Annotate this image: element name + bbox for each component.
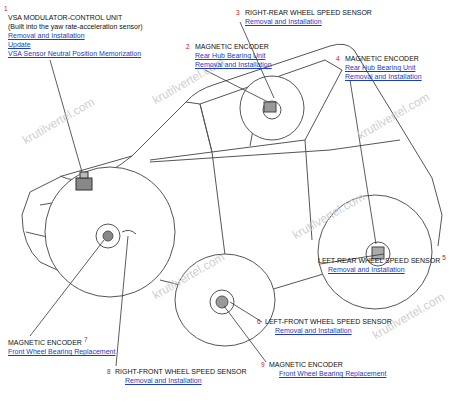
part-name: RIGHT-REAR WHEEL SPEED SENSOR	[245, 8, 372, 17]
link-text: Removal and Installation	[328, 265, 405, 274]
callout-number: 2	[186, 42, 190, 51]
callout-number: 1	[4, 4, 8, 13]
part-name: MAGNETIC ENCODER	[8, 338, 82, 347]
part-name: MAGNETIC ENCODER	[195, 42, 269, 51]
part-name: MAGNETIC ENCODER	[269, 360, 343, 369]
callout-number: 4	[336, 54, 340, 63]
part-name: (Built into the yaw rate-acceleration se…	[8, 22, 143, 31]
link-text: Front Wheel Bearing Replacement	[279, 369, 386, 378]
part-name: VSA MODULATOR-CONTROL UNIT	[8, 13, 122, 22]
link-text: Removal and Installation	[195, 60, 272, 69]
watermark: krutilvertel.com	[355, 90, 432, 142]
link-text: Rear Hub Bearing Unit	[345, 63, 415, 72]
callout-number: 6	[257, 317, 261, 326]
link-text: Removal and Installation	[245, 17, 322, 26]
callout-number: 5	[442, 253, 446, 262]
link-text: Removal and Installation	[275, 326, 352, 335]
callout-number: 8	[107, 367, 111, 376]
part-name: MAGNETIC ENCODER	[345, 54, 419, 63]
link-text: Rear Hub Bearing Unit	[195, 51, 265, 60]
link-text: Removal and Installation	[345, 72, 422, 81]
link-text: Front Wheel Bearing Replacement	[8, 347, 115, 356]
link-text: Update	[8, 40, 31, 49]
part-name: RIGHT-FRONT WHEEL SPEED SENSOR	[115, 367, 246, 376]
callout-number: 9	[261, 360, 265, 369]
link-text: Removal and Installation	[125, 376, 202, 385]
link-text: Removal and Installation	[8, 31, 85, 40]
callout-number: 7	[84, 335, 88, 344]
callout-number: 3	[236, 8, 240, 17]
link-text: VSA Sensor Neutral Position Memorization	[8, 49, 141, 58]
watermark: krutilvertel.com	[20, 95, 97, 147]
part-name: LEFT-FRONT WHEEL SPEED SENSOR	[265, 317, 392, 326]
part-name: LEFT-REAR WHEEL SPEED SENSOR	[318, 256, 440, 265]
